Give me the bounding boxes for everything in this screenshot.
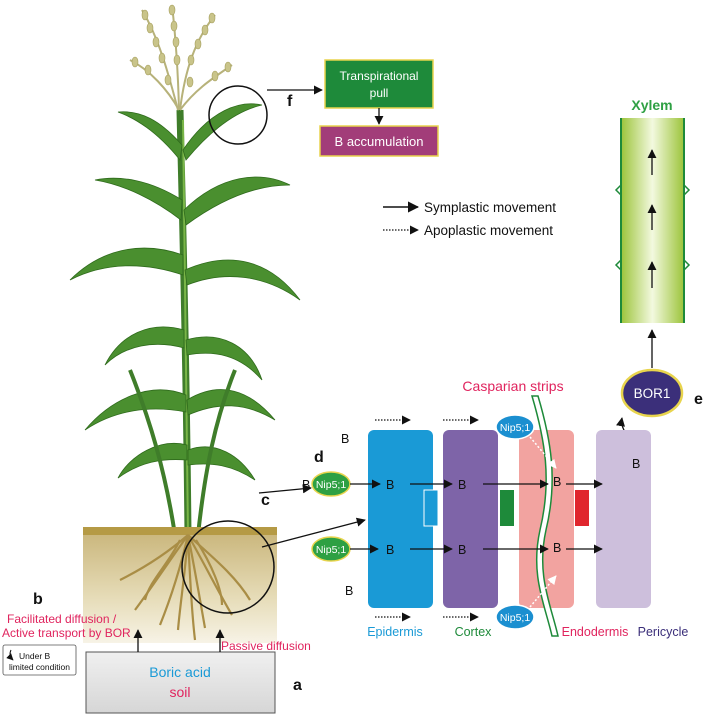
boric-acid-soil-box: Boric acid soil xyxy=(85,651,276,714)
b-symbol: B xyxy=(302,478,310,492)
epidermis-label: Epidermis xyxy=(367,625,423,639)
endodermis-label: Endodermis xyxy=(562,625,629,639)
nip51-bottom-label: Nip5;1 xyxy=(500,612,531,624)
transpirational-pull-box: Transpirational pull xyxy=(324,59,434,109)
b-accumulation-label: B accumulation xyxy=(335,134,424,149)
leaves xyxy=(69,103,301,481)
endodermis-cell xyxy=(519,430,589,608)
panel-letters: a b c d e f xyxy=(33,93,703,694)
legend-symplastic-label: Symplastic movement xyxy=(424,200,556,215)
under-b-line2: limited condition xyxy=(9,662,70,672)
leaf-zoom-circle xyxy=(208,85,268,145)
cortex-label: Cortex xyxy=(455,625,493,639)
b-symbol: B xyxy=(386,543,394,557)
nip51-blue-top: Nip5;1 xyxy=(495,414,535,440)
root-zoom-circle xyxy=(181,520,275,614)
bor1-label: BOR1 xyxy=(634,386,671,401)
panel-f-letter: f xyxy=(287,93,293,110)
casparian-label: Casparian strips xyxy=(462,378,563,394)
soil-label: soil xyxy=(169,684,190,700)
panel-c-letter: c xyxy=(261,492,270,509)
b-symbol: B xyxy=(341,432,349,446)
nip51-top-label: Nip5;1 xyxy=(500,422,531,434)
nip51-green-lower: Nip5;1 xyxy=(311,536,351,562)
panicle xyxy=(129,4,233,111)
under-b-limited-box: Under B limited condition xyxy=(2,644,77,676)
b-symbol: B xyxy=(386,478,394,492)
b-accumulation-box: B accumulation xyxy=(319,125,439,157)
under-b-line1: Under B xyxy=(19,651,51,661)
panel-b-letter: b xyxy=(33,591,43,608)
pericycle-label: Pericycle xyxy=(638,625,689,639)
legend: Symplastic movement Apoplastic movement xyxy=(383,200,556,238)
plant-illustration xyxy=(69,4,301,536)
legend-apoplastic-label: Apoplastic movement xyxy=(424,223,553,238)
soil-block xyxy=(83,527,277,643)
panel-a-letter: a xyxy=(293,677,302,694)
bor1-transporter: BOR1 xyxy=(620,368,684,418)
nip51-upper-label: Nip5;1 xyxy=(316,479,347,491)
b-symbol: B xyxy=(553,475,561,489)
pericycle-cell xyxy=(596,430,651,608)
panel-d-letter: d xyxy=(314,449,324,466)
b-symbol: B xyxy=(458,543,466,557)
nip51-blue-bottom: Nip5;1 xyxy=(495,604,535,630)
xylem-label: Xylem xyxy=(631,97,672,113)
under-b-arrow-icon xyxy=(6,649,14,661)
endodermis-apoplastic-arrows xyxy=(529,436,557,608)
symplastic-arrows xyxy=(258,479,603,554)
facilitated-line1: Facilitated diffusion / xyxy=(7,612,117,626)
b-symbol: B xyxy=(345,584,353,598)
transpirational-line2: pull xyxy=(370,86,389,100)
boron-symbols: B B B B B B B B B B xyxy=(302,432,640,598)
transpirational-line1: Transpirational xyxy=(340,69,419,83)
boric-acid-label: Boric acid xyxy=(149,664,210,680)
passive-diffusion-label: Passive diffusion xyxy=(221,639,311,653)
b-symbol: B xyxy=(553,541,561,555)
nip51-lower-label: Nip5;1 xyxy=(316,544,347,556)
xylem-vessel: Xylem xyxy=(614,97,691,323)
b-symbol: B xyxy=(632,457,640,471)
b-symbol: B xyxy=(458,478,466,492)
cortex-cell xyxy=(443,430,514,608)
facilitated-line2: Active transport by BOR xyxy=(2,626,131,640)
nip51-green-upper: Nip5;1 xyxy=(311,471,351,497)
epidermis-cell xyxy=(368,430,439,608)
panel-e-letter: e xyxy=(694,391,703,408)
root-zoom-arrow xyxy=(261,517,366,548)
